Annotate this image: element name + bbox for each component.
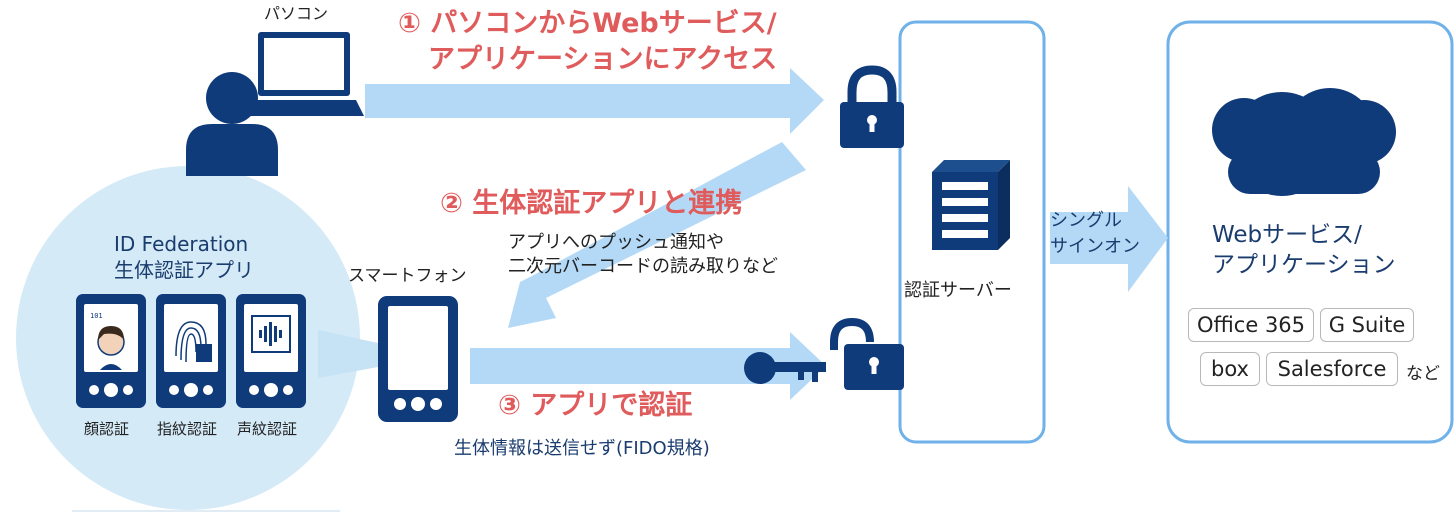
arrow-step1 [365, 68, 824, 134]
step2-note-line2: 二次元バーコードの読み取りなど [508, 256, 778, 277]
services-title-line2: アプリケーション [1212, 252, 1396, 278]
sso-line2: サインオン [1050, 236, 1140, 257]
auth-server-label: 認証サーバー [904, 280, 1012, 301]
pc-user-icon [186, 32, 364, 176]
server-icon [932, 160, 1010, 250]
svg-text:101: 101 [90, 312, 103, 320]
fingerprint-phone-icon [156, 294, 226, 408]
service-tag-box: box [1200, 352, 1260, 386]
step2-note-line1: アプリへのプッシュ通知や [508, 232, 724, 253]
method-voice-label: 声紋認証 [237, 420, 298, 438]
lock-closed-icon [840, 65, 904, 148]
service-tag-salesforce: Salesforce [1266, 352, 1398, 386]
smartphone-icon [378, 296, 458, 422]
lock-open-icon [830, 317, 904, 390]
step3-note: 生体情報は送信せず(FIDO規格) [454, 438, 710, 459]
cloud-icon [1212, 88, 1396, 196]
step1-line1: ① パソコンからWebサービス/ [398, 8, 777, 39]
app-panel-subtitle: 生体認証アプリ [114, 258, 254, 282]
method-face-label: 顔認証 [84, 420, 130, 438]
voice-auth-phone-icon [236, 294, 306, 408]
services-title-line1: Webサービス/ [1212, 222, 1362, 248]
services-suffix: など [1406, 364, 1440, 384]
step1-line2: アプリケーションにアクセス [428, 44, 778, 75]
smartphone-label: スマートフォン [348, 266, 467, 286]
arrow-sso [1050, 186, 1168, 292]
step2-label: ② 生体認証アプリと連携 [440, 188, 743, 219]
step3-label: ③ アプリで認証 [498, 390, 693, 421]
key-icon [744, 352, 826, 384]
method-fingerprint-label: 指紋認証 [157, 420, 218, 438]
sso-line1: シングル [1050, 210, 1122, 231]
pc-label: パソコン [264, 4, 329, 23]
face-auth-phone-icon: 101 [76, 294, 146, 408]
service-tag-gsuite: G Suite [1320, 308, 1414, 342]
app-panel-title: ID Federation [114, 232, 249, 256]
arrow-step3 [470, 332, 826, 400]
arrow-step2 [508, 142, 806, 328]
service-tag-office365: Office 365 [1188, 308, 1314, 342]
